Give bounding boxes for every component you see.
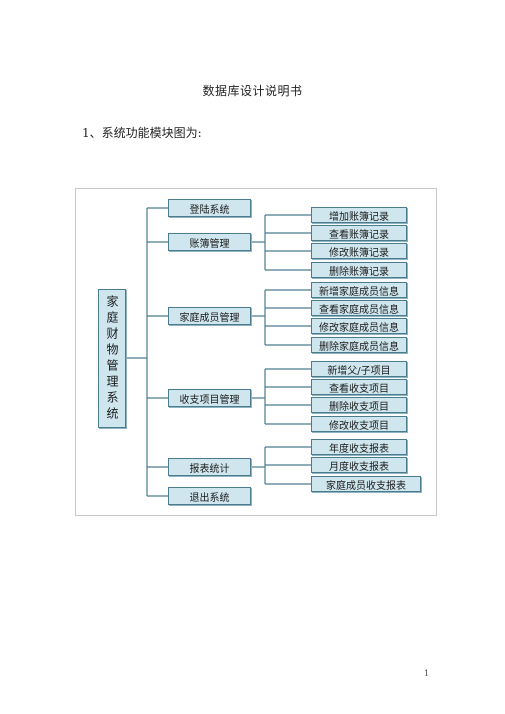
member-add: 新增家庭成员信息	[311, 282, 407, 298]
module-reports: 报表统计	[168, 458, 251, 476]
ledger-view: 查看账簿记录	[311, 225, 407, 241]
ledger-add: 增加账簿记录	[311, 207, 407, 223]
module-ledger: 账簿管理	[168, 233, 251, 251]
item-add: 新增父/子项目	[311, 361, 407, 377]
root-node: 家庭财物管理系统	[98, 289, 126, 428]
ledger-delete: 删除账簿记录	[311, 262, 407, 278]
ledger-edit: 修改账簿记录	[311, 243, 407, 259]
report-annual: 年度收支报表	[311, 439, 407, 455]
module-income-expense-items: 收支项目管理	[168, 389, 251, 407]
member-delete: 删除家庭成员信息	[311, 337, 407, 353]
module-exit: 退出系统	[168, 487, 251, 505]
module-family-members: 家庭成员管理	[168, 307, 251, 325]
report-member: 家庭成员收支报表	[311, 476, 421, 492]
item-delete: 删除收支项目	[311, 397, 407, 413]
module-login: 登陆系统	[168, 199, 251, 217]
document-title: 数据库设计说明书	[202, 84, 303, 98]
member-edit: 修改家庭成员信息	[311, 318, 407, 334]
module-diagram: 家庭财物管理系统 登陆系统 账簿管理 家庭成员管理 收支项目管理 报表统计 退出…	[75, 188, 437, 516]
item-edit: 修改收支项目	[311, 416, 407, 432]
member-view: 查看家庭成员信息	[311, 300, 407, 316]
connector-lines	[126, 207, 311, 497]
report-monthly: 月度收支报表	[311, 457, 407, 473]
page-number: 1	[424, 669, 430, 678]
item-view: 查看收支项目	[311, 379, 407, 395]
section-heading: 1、系统功能模块图为:	[82, 126, 202, 140]
